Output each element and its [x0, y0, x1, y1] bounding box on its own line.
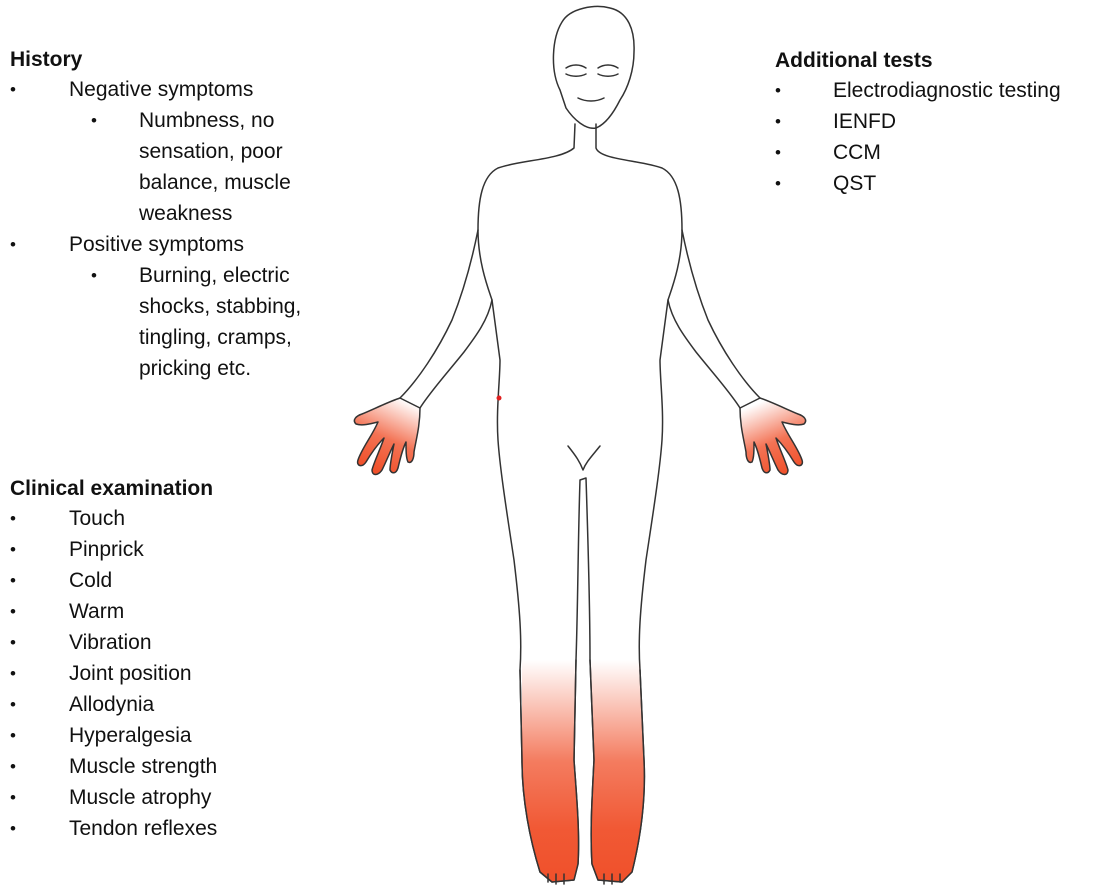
history-heading: History [10, 46, 340, 74]
head-outline [553, 7, 634, 129]
bullet: • [10, 689, 16, 720]
bullet: • [10, 813, 16, 844]
history-item-label: Positive symptoms [69, 229, 340, 260]
list-item: • Pinprick [10, 534, 310, 565]
list-item-text: Electrodiagnostic testing [833, 75, 1095, 106]
bullet: • [10, 503, 16, 534]
history-item-positive: • Positive symptoms • Burning, electric … [10, 229, 340, 384]
mouth-icon [578, 98, 604, 101]
left-eye-icon [566, 65, 586, 68]
list-item: • Muscle atrophy [10, 782, 310, 813]
bullet: • [10, 74, 16, 105]
bullet: • [10, 627, 16, 658]
list-item-text: IENFD [833, 106, 1095, 137]
list-item: • Touch [10, 503, 310, 534]
bullet: • [10, 229, 16, 260]
list-item-text: Joint position [69, 658, 310, 689]
left-arm-outline [400, 230, 492, 408]
clinical-examination-section: Clinical examination • Touch • Pinprick • C… [10, 475, 310, 844]
left-hand-affected [354, 398, 420, 475]
history-subitem-text: Burning, electric shocks, stabbing, ting… [139, 260, 319, 384]
list-item-text: Touch [69, 503, 310, 534]
right-lower-leg-affected [590, 660, 644, 882]
list-item-text: CCM [833, 137, 1095, 168]
list-item: • Vibration [10, 627, 310, 658]
human-body-figure [340, 0, 830, 886]
list-item-text: Tendon reflexes [69, 813, 310, 844]
bullet: • [91, 105, 97, 136]
list-item: • Cold [10, 565, 310, 596]
bullet: • [10, 782, 16, 813]
list-item: • Allodynia [10, 689, 310, 720]
list-item: • Hyperalgesia [10, 720, 310, 751]
list-item-text: Allodynia [69, 689, 310, 720]
history-sublist: • Numbness, no sensation, poor balance, … [69, 105, 340, 229]
history-subitem-text: Numbness, no sensation, poor balance, mu… [139, 105, 319, 229]
bullet: • [10, 596, 16, 627]
bullet: • [10, 534, 16, 565]
bullet: • [10, 720, 16, 751]
history-item-negative: • Negative symptoms • Numbness, no sensa… [10, 74, 340, 229]
right-hand-affected [740, 398, 806, 475]
clinical-examination-heading: Clinical examination [10, 475, 310, 503]
list-item: • Joint position [10, 658, 310, 689]
list-item: • Muscle strength [10, 751, 310, 782]
history-subitem: • Numbness, no sensation, poor balance, … [69, 105, 340, 229]
bullet: • [91, 260, 97, 291]
list-item-text: QST [833, 168, 1095, 199]
list-item: • Tendon reflexes [10, 813, 310, 844]
history-section: History • Negative symptoms • Numbness, … [10, 46, 340, 384]
bullet: • [10, 565, 16, 596]
list-item-text: Hyperalgesia [69, 720, 310, 751]
left-eye-lower [566, 74, 586, 76]
left-lower-leg-affected [522, 660, 579, 882]
right-eye-icon [598, 65, 618, 68]
list-item-text: Cold [69, 565, 310, 596]
clinical-examination-list: •Touch •Pinprick •Cold •Warm •Vibration … [10, 503, 310, 844]
list-item-text: Pinprick [69, 534, 310, 565]
history-list: • Negative symptoms • Numbness, no sensa… [10, 74, 340, 384]
marker-dot [497, 396, 502, 401]
history-subitem: • Burning, electric shocks, stabbing, ti… [69, 260, 340, 384]
bullet: • [10, 658, 16, 689]
list-item-text: Vibration [69, 627, 310, 658]
list-item: • Warm [10, 596, 310, 627]
right-eye-lower [598, 74, 618, 76]
list-item-text: Muscle strength [69, 751, 310, 782]
torso-outline [478, 124, 682, 882]
list-item-text: Muscle atrophy [69, 782, 310, 813]
crotch-line [568, 446, 600, 470]
right-arm-outline [668, 230, 760, 408]
history-sublist: • Burning, electric shocks, stabbing, ti… [69, 260, 340, 384]
bullet: • [10, 751, 16, 782]
history-item-label: Negative symptoms [69, 74, 340, 105]
list-item-text: Warm [69, 596, 310, 627]
